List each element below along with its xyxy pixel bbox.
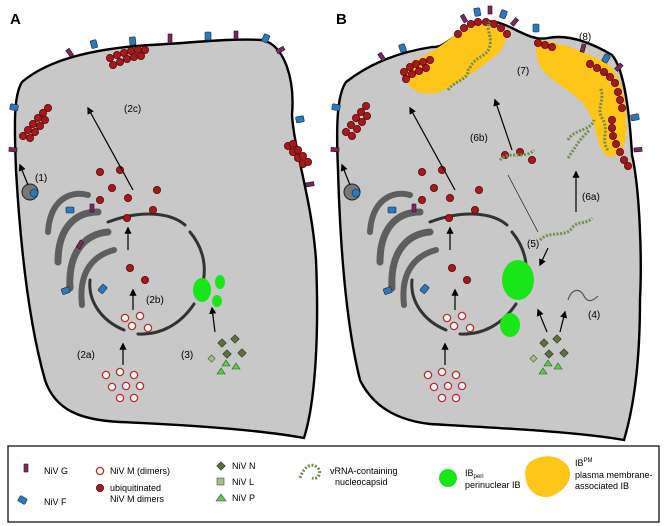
- step-5-label: (5): [527, 239, 539, 250]
- legend-nucleocapsid: vRNA-containing nucleocapsid: [298, 463, 398, 487]
- legend-ib-pm-main: IBPM: [575, 458, 593, 468]
- step-2a-label: (2a): [77, 350, 95, 361]
- golgi-b: [343, 183, 439, 308]
- panel-b-label: B: [336, 11, 347, 28]
- legend-niv-l: NiV L: [216, 477, 254, 487]
- legend-ib-peri: IBperi perinuclear IB: [439, 468, 521, 490]
- ib-peri-a: [193, 275, 225, 307]
- cell-a: [13, 38, 319, 440]
- step-6a-label: (6a): [582, 192, 600, 203]
- legend-m-dimers: NiV M (dimers): [95, 466, 170, 476]
- panel-b: B: [330, 5, 643, 442]
- legend-niv-f-label: NiV F: [44, 497, 67, 507]
- step-2b-label: (2b): [146, 295, 164, 306]
- legend-m-dimers-label: NiV M (dimers): [110, 466, 170, 476]
- panel-a: A: [8, 11, 319, 440]
- legend-niv-n: NiV N: [216, 461, 256, 471]
- legend-ib-peri-main: IBperi: [465, 468, 484, 480]
- legend-ub-line2: NiV M dimers: [110, 494, 165, 504]
- legend-niv-f: NiV F: [17, 495, 67, 507]
- step-1-label: (1): [35, 173, 47, 184]
- legend-niv-l-label: NiV L: [232, 477, 254, 487]
- nucleocapsids-pm-b: [446, 21, 610, 151]
- step-4-label: (4): [588, 310, 600, 321]
- step-8-label: (8): [579, 32, 591, 43]
- nlp-proteins-a: [207, 334, 247, 375]
- nucleocapsids-cyto-b: [498, 128, 594, 242]
- golgi-a: [21, 183, 117, 308]
- legend-ib-pm-line2: plasma membrane-: [575, 470, 653, 480]
- arrows-a: [18, 106, 217, 365]
- step-2c-label: (2c): [124, 104, 141, 115]
- legend-niv-p-label: NiV P: [232, 493, 255, 503]
- legend-ib-pm: IBPM plasma membrane- associated IB: [525, 456, 653, 498]
- legend-niv-g: NiV G: [23, 463, 68, 476]
- legend-niv-n-label: NiV N: [232, 461, 256, 471]
- panel-a-label: A: [10, 11, 21, 28]
- legend-ub-m: ubiquitinated NiV M dimers: [96, 483, 165, 504]
- legend: NiV G NiV F NiV M (dimers) ubiquitinated…: [7, 445, 660, 523]
- legend-ib-peri-line2: perinuclear IB: [465, 480, 521, 490]
- legend-ib-pm-line3: associated IB: [575, 481, 629, 491]
- legend-niv-g-label: NiV G: [44, 466, 68, 476]
- step-7-label: (7): [517, 66, 529, 77]
- nlp-proteins-b: [529, 334, 569, 375]
- legend-ib-peri-sub: peri: [474, 474, 484, 480]
- legend-vrna-line2: nucleocapsid: [335, 477, 388, 487]
- step-6b-label: (6b): [470, 133, 488, 144]
- arrows-b: [340, 98, 580, 365]
- legend-ib-pm-sup: PM: [584, 458, 593, 464]
- nucleus-b: [410, 212, 528, 336]
- legend-vrna-line1: vRNA-containing: [330, 466, 398, 476]
- m-dimers-b: [423, 311, 475, 403]
- naked-rna-b: [567, 289, 599, 302]
- legend-ub-line1: ubiquitinated: [110, 483, 161, 493]
- step-3-label: (3): [181, 350, 193, 361]
- legend-niv-p: NiV P: [215, 493, 255, 503]
- ib-peri-b: [500, 260, 534, 337]
- m-dimers-a: [101, 311, 153, 403]
